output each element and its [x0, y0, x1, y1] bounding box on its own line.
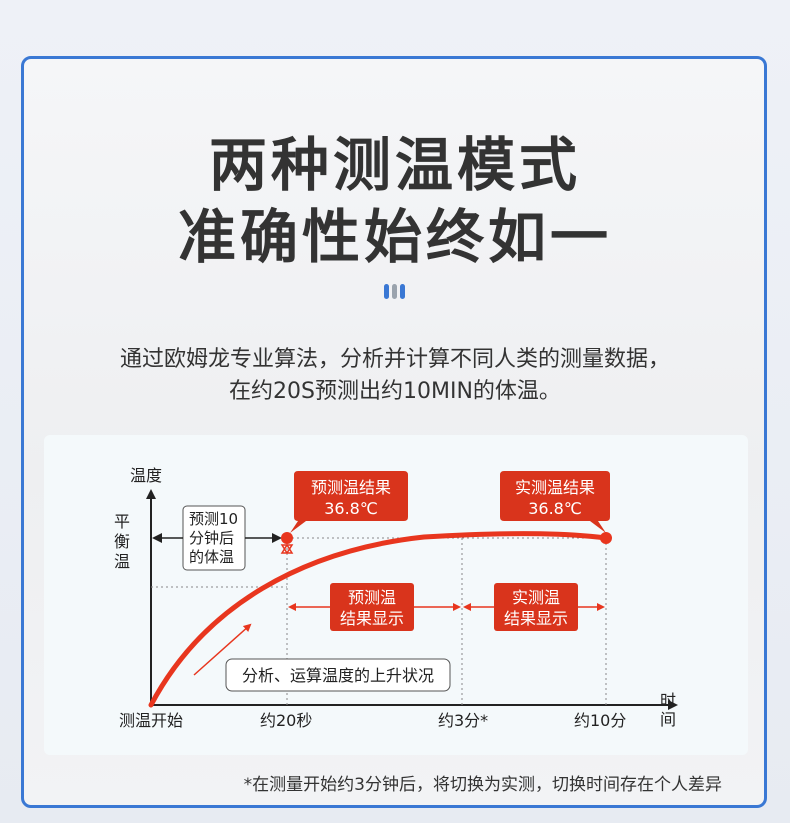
phase1-box: [330, 583, 414, 631]
x-tick-start: 测温开始: [119, 711, 183, 730]
measured-result-title: 实测温结果: [515, 478, 595, 497]
phase2-box: [494, 583, 578, 631]
dot-blue: [400, 284, 405, 299]
dot-gray: [392, 284, 397, 299]
phase1-line2: 结果显示: [340, 609, 404, 628]
prediction-result-value: 36.8℃: [324, 499, 378, 518]
measured-result-callout: 实测温结果 36.8℃: [500, 471, 610, 533]
chart-card: 温度 平 衡 温 时 间 测温开始 约20秒 约3分* 约10分 预测10 分钟…: [44, 435, 748, 755]
decorative-dots: [384, 284, 408, 303]
x-tick-10min: 约10分: [574, 711, 626, 730]
page-title-line2: 准确性始终如一: [177, 203, 612, 271]
measured-point: [600, 532, 612, 544]
prediction-box-text: 预测10 分钟后 的体温: [189, 510, 243, 566]
temperature-curve: [148, 531, 609, 708]
y-level-label: 平 衡 温: [114, 512, 135, 571]
footnote: *在测量开始约3分钟后，将切换为实测，切换时间存在个人差异: [243, 775, 722, 795]
analysis-text: 分析、运算温度的上升状况: [242, 666, 434, 685]
phase2-line2: 结果显示: [504, 609, 568, 628]
analysis-box: [225, 658, 451, 692]
chart-svg: 温度 平 衡 温 时 间 测温开始 约20秒 约3分* 约10分 预测10 分钟…: [114, 466, 681, 730]
measured-result-value: 36.8℃: [528, 499, 582, 518]
prediction-marker: [280, 543, 294, 555]
x-tick-20s: 约20秒: [260, 711, 312, 730]
prediction-result-title: 预测温结果: [311, 478, 391, 497]
phase2-line1: 实测温: [512, 588, 560, 607]
y-axis-label: 温度: [130, 466, 162, 485]
phase1-line1: 预测温: [348, 588, 396, 607]
x-tick-3min: 约3分*: [438, 711, 488, 730]
page-title-line1: 两种测温模式: [208, 131, 581, 199]
prediction-result-callout: 预测温结果 36.8℃: [290, 471, 408, 533]
description-line2: 在约20S预测出约10MIN的体温。: [229, 379, 561, 404]
rise-arrow: [193, 623, 252, 676]
x-axis-label: 时 间: [660, 691, 681, 729]
dot-blue: [384, 284, 389, 299]
description-line1: 通过欧姆龙专业算法，分析并计算不同人类的测量数据，: [119, 347, 670, 372]
prediction-point: [281, 532, 293, 544]
